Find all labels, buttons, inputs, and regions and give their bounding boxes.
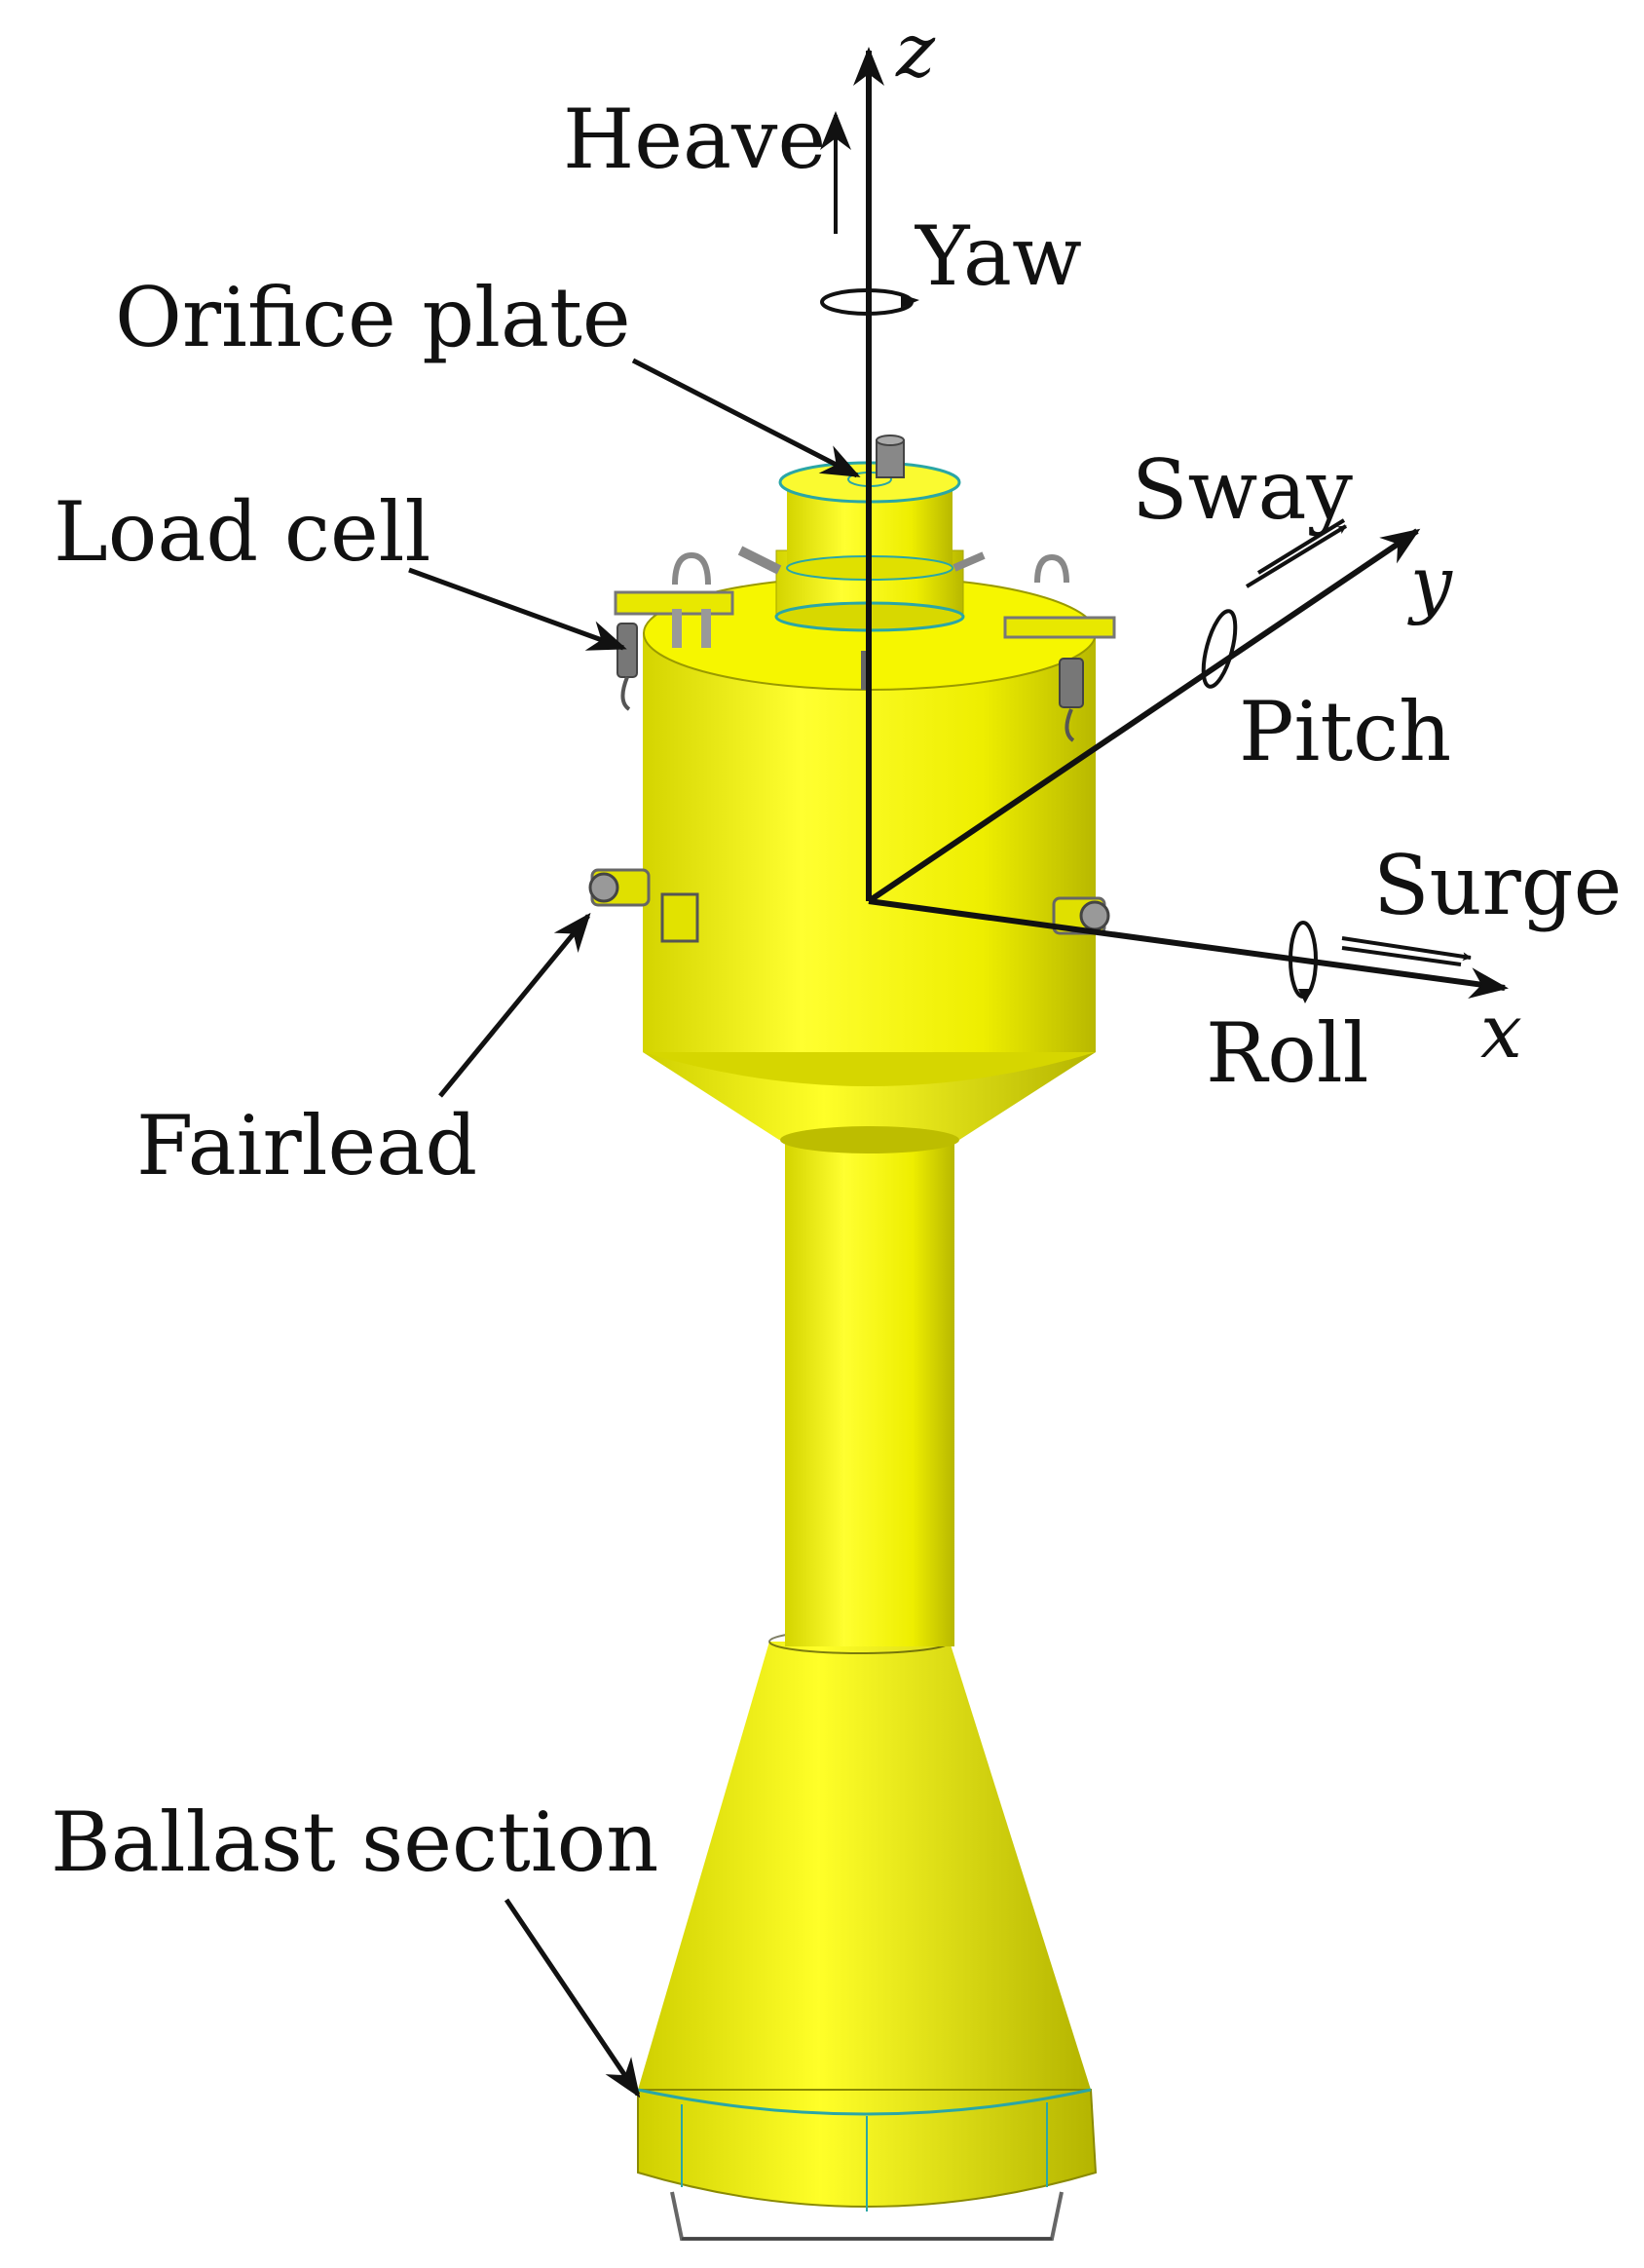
access-hatch [660,892,699,943]
load-cell-pointer [408,567,627,651]
ballast-cone [638,1642,1091,2090]
ballast-section-pointer [504,1898,641,2098]
orifice-plate-pointer [631,358,861,478]
surge-label: Surge [1373,838,1622,933]
roll-label: Roll [1206,1005,1369,1101]
x-axis [868,898,1509,999]
top-stub [876,439,905,478]
fairlead-left [588,868,651,907]
load-cell-label: Load cell [54,484,430,580]
pitch-rotation-icon [1201,609,1238,689]
ballast-base-seam [637,2088,1092,2116]
orifice-plate-label: Orifice plate [115,270,631,365]
fairlead-right [1052,896,1110,935]
ballast-section-label: Ballast section [51,1795,658,1890]
y-axis-label: y [1407,540,1453,626]
fairlead-label: Fairlead [136,1098,477,1193]
load-cell-left [614,590,734,711]
sway-label: Sway [1132,442,1354,538]
spar-column [785,1130,954,1646]
surge-arrow [1341,936,1472,962]
sway-arrow [1245,524,1348,588]
pitch-label: Pitch [1239,684,1451,779]
fairlead-pointer [438,912,591,1098]
yaw-label: Yaw [915,208,1082,304]
heave-label: Heave [563,92,826,187]
buoy-body [588,435,1116,2241]
motion-indicators [820,111,1472,1003]
y-axis [867,528,1421,904]
load-cell-right [1003,616,1116,742]
z-axis-label: z [895,7,936,94]
x-axis-label: x [1480,988,1522,1075]
coordinate-axes [853,47,1509,999]
